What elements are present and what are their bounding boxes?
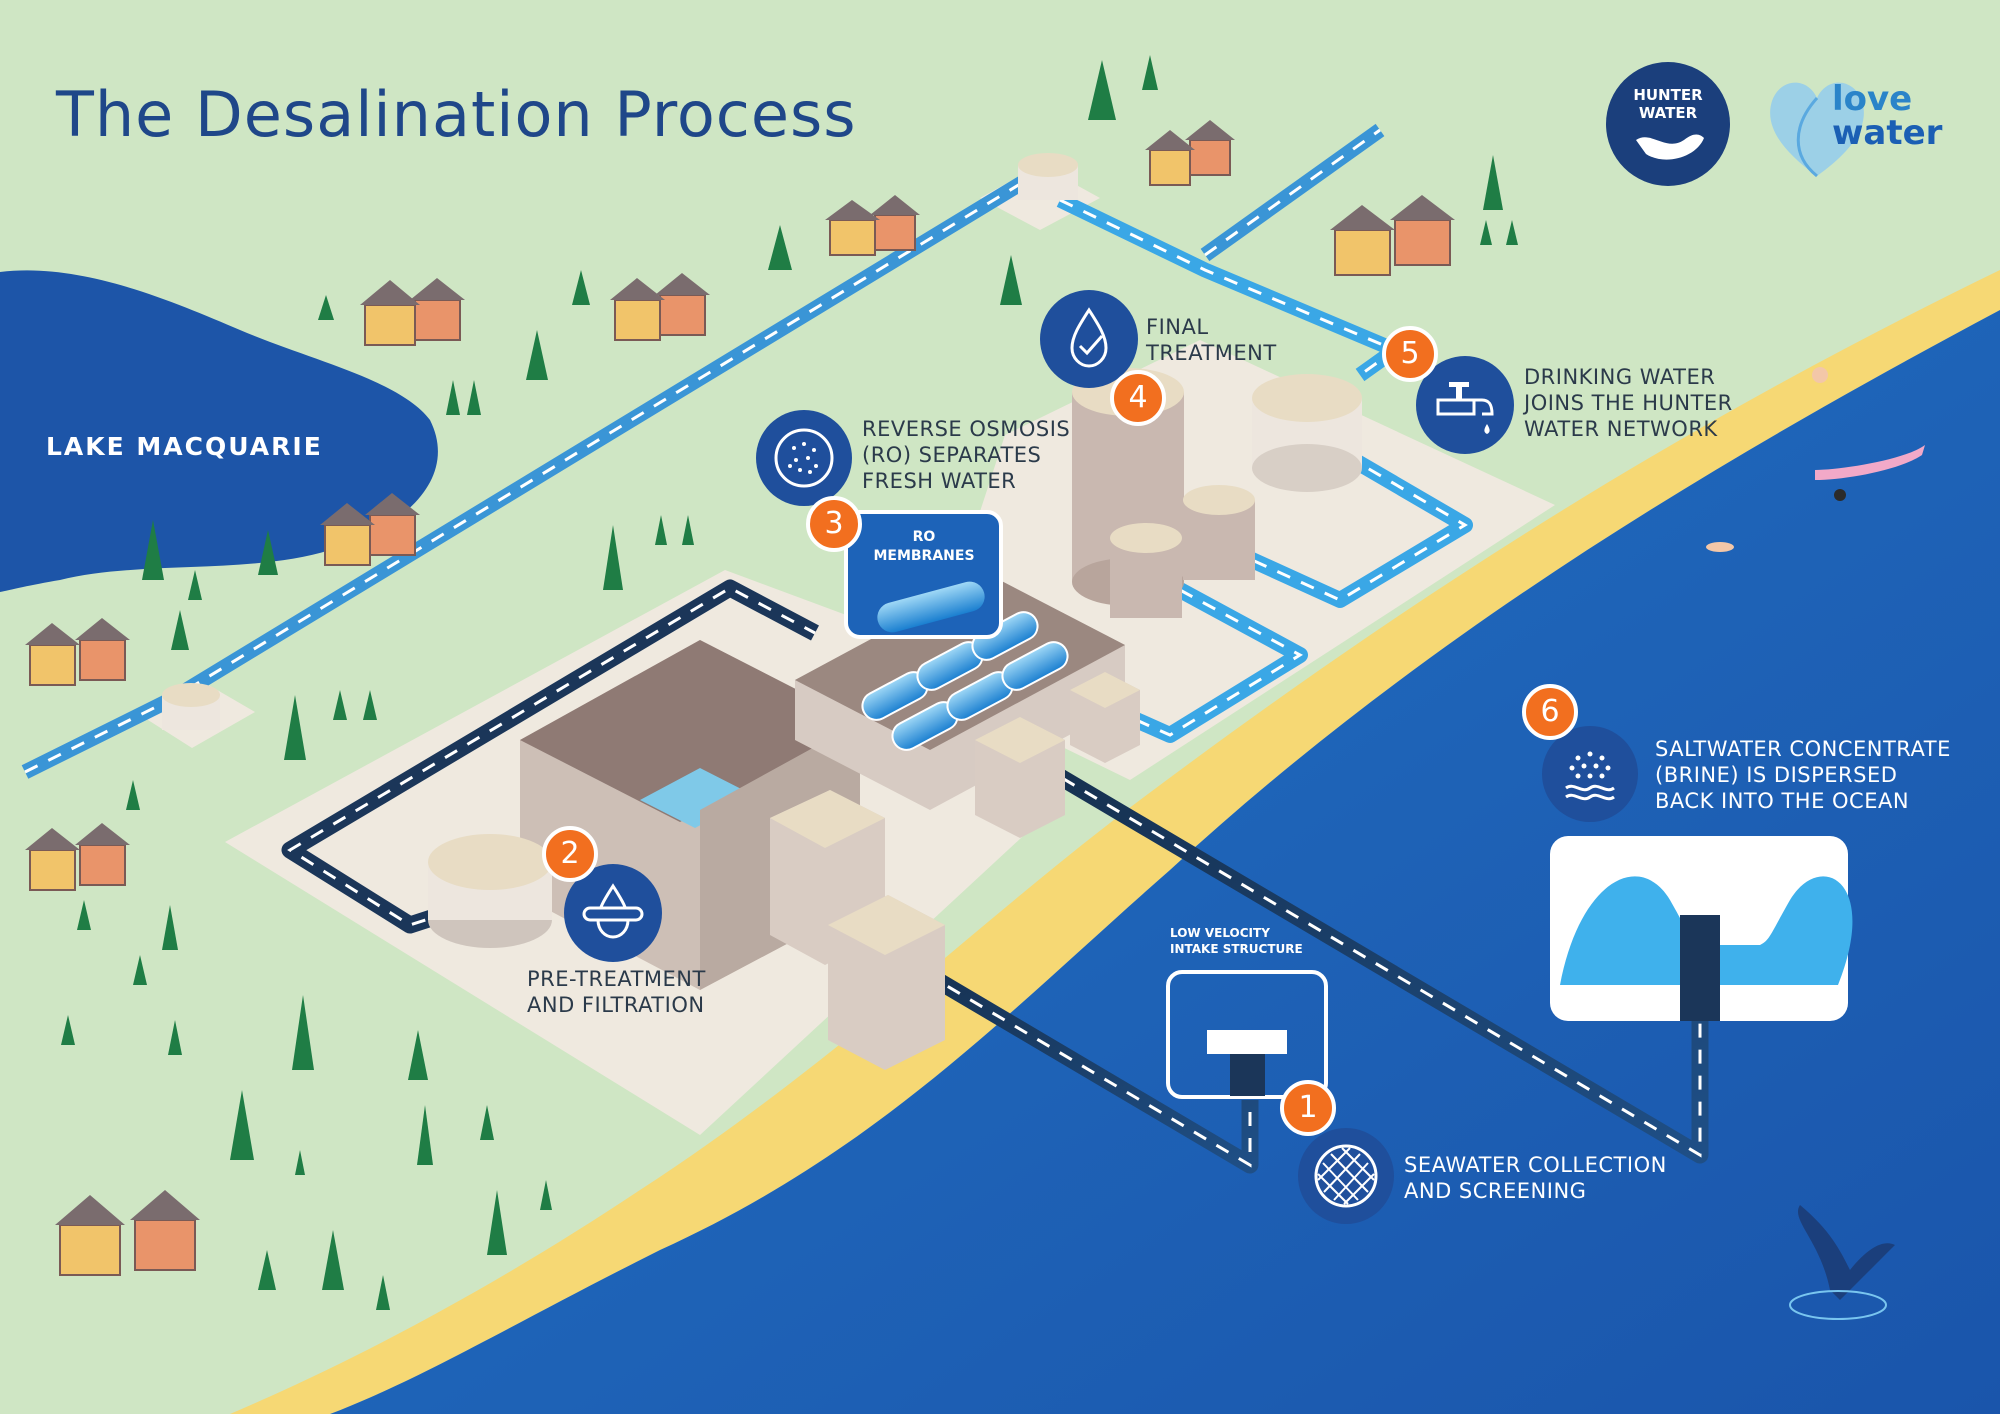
beach-sand — [230, 270, 2000, 1414]
page-title: The Desalination Process — [56, 78, 857, 151]
intake-structure-label: LOW VELOCITY INTAKE STRUCTURE — [1170, 926, 1303, 956]
step-4-badge: 4 — [1110, 370, 1166, 426]
step-2-badge: 2 — [542, 826, 598, 882]
ocean — [330, 310, 2000, 1414]
side-blocks — [770, 672, 1140, 1070]
brine-dispersal-icon — [1542, 726, 1638, 822]
tap-icon — [1416, 356, 1514, 454]
step-5-badge: 5 — [1382, 326, 1438, 382]
brine-diffuser-callout — [1550, 836, 1853, 1021]
ro-membranes-callout — [844, 510, 1003, 639]
step-4-text: FINAL TREATMENT — [1146, 315, 1277, 365]
membrane-dots-icon — [756, 410, 852, 506]
lake-macquarie-label: LAKE MACQUARIE — [46, 432, 323, 461]
step-5-text: DRINKING WATER JOINS THE HUNTER WATER NE… — [1524, 365, 1733, 441]
screen-mesh-icon — [1298, 1128, 1394, 1224]
houses — [25, 120, 1455, 1276]
ocean-details — [1706, 367, 1925, 1320]
ro-membranes-label: RO MEMBRANES — [873, 529, 975, 564]
step-2-text: PRE-TREATMENT AND FILTRATION — [527, 967, 706, 1017]
step-3-text: REVERSE OSMOSIS (RO) SEPARATES FRESH WAT… — [862, 417, 1071, 493]
love-water-logo-word2: water — [1832, 113, 1943, 153]
step-3-badge: 3 — [806, 496, 862, 552]
love-water-heart-icon — [1762, 66, 1872, 186]
step-6-badge: 6 — [1522, 684, 1578, 740]
process-pipes — [281, 579, 1709, 1174]
lake-macquarie — [0, 270, 438, 592]
step-6-text: SALTWATER CONCENTRATE (BRINE) IS DISPERS… — [1655, 737, 1951, 813]
step-1-text: SEAWATER COLLECTION AND SCREENING — [1404, 1153, 1667, 1203]
love-water-logo-word1: love — [1832, 79, 1913, 119]
trees — [61, 55, 1518, 1310]
ro-hall — [795, 575, 1125, 810]
drop-check-icon — [1040, 290, 1138, 388]
hunter-water-logo: HUNTER WATER — [1606, 62, 1730, 186]
hunter-water-logo-text: HUNTER WATER — [1633, 86, 1703, 122]
water-drop-filter-icon — [564, 864, 662, 962]
love-water-logo: love water — [1832, 82, 1942, 150]
step-1-badge: 1 — [1280, 1080, 1336, 1136]
intake-structure-callout — [1166, 970, 1328, 1099]
